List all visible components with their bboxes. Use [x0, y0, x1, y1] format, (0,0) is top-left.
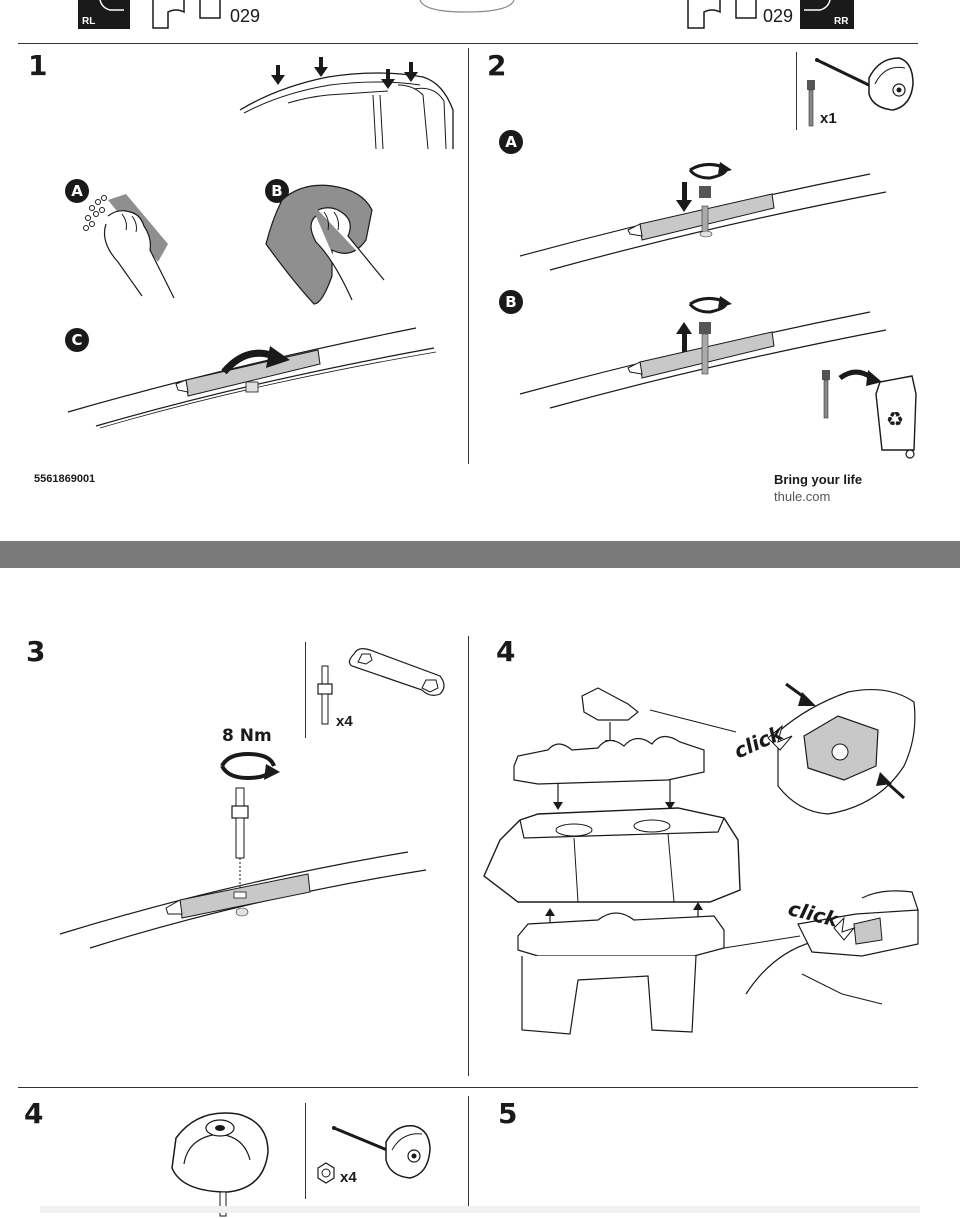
- rr-tag-label: RR: [834, 16, 849, 27]
- rotate-arrow-icon: [220, 751, 280, 781]
- step-5-number: 5: [498, 1097, 518, 1130]
- tagline: Bring your life: [774, 472, 863, 487]
- step-4-number: 4: [496, 635, 516, 668]
- click-detail-top: [767, 682, 916, 815]
- step2-qty: x1: [820, 110, 837, 127]
- rail-bolt-remove-illustration: [519, 296, 887, 409]
- down-arrows: [271, 57, 418, 89]
- step1-badge-a: A: [65, 179, 89, 203]
- click-detail-bottom: [745, 890, 919, 1005]
- rail-with-stud-bolt-illustration: [59, 787, 427, 949]
- step2-badge-b: B: [499, 290, 523, 314]
- car-roof-illustration: [239, 57, 454, 150]
- page2-bottom-center-rule: [468, 1096, 469, 1213]
- bolt-icon: [807, 80, 815, 127]
- step-1-number: 1: [28, 49, 48, 82]
- nut-icon: [317, 1162, 335, 1184]
- page2-mid-rule: [18, 1087, 918, 1088]
- rr-code: 029: [763, 6, 794, 26]
- knob-tool-large-icon: [171, 1112, 269, 1217]
- page2-center-rule: [468, 636, 469, 1076]
- foot-assembly-illustration: [483, 687, 801, 1035]
- bolt-to-recycle-bin-icon: ♻: [822, 369, 917, 459]
- center-part-icon: [419, 0, 515, 13]
- rail-bolt-insert-illustration: [519, 162, 887, 271]
- step-3-number: 3: [26, 635, 46, 668]
- hex-key-tool-icon: [815, 57, 914, 111]
- rr-tag-box: RR: [800, 0, 854, 29]
- page1-center-rule: [468, 48, 469, 464]
- step-2-number: 2: [487, 49, 507, 82]
- hand-with-cloth-icon: [265, 184, 385, 305]
- stud-bolt-icon: [317, 665, 333, 725]
- hand-with-cleaning-pad-icon: [83, 194, 175, 299]
- rl-car-icon: [99, 0, 124, 11]
- rr-foot-icon: [687, 0, 757, 29]
- flat-wrench-icon: [348, 648, 445, 696]
- step1-badge-c: C: [65, 328, 89, 352]
- step4b-qty: x4: [340, 1169, 357, 1186]
- step3-tool-divider: [305, 642, 306, 738]
- step-4-bottom-number: 4: [24, 1097, 44, 1130]
- hex-key-tool-icon-2: [332, 1125, 431, 1179]
- rr-car-icon: [804, 0, 831, 11]
- step4b-tool-divider: [305, 1103, 306, 1199]
- step2-tool-divider: [796, 52, 797, 130]
- step3-qty: x4: [336, 713, 353, 730]
- roof-rail-with-flip-arrow: [67, 327, 437, 429]
- svg-text:♻: ♻: [886, 407, 904, 431]
- part-number: 5561869001: [34, 473, 96, 485]
- rl-foot-icon: [152, 0, 221, 29]
- torque-label: 8 Nm: [222, 726, 272, 746]
- rl-code: 029: [230, 6, 261, 26]
- rl-tag-box: RL: [78, 0, 130, 29]
- website[interactable]: thule.com: [774, 489, 831, 504]
- rl-tag-label: RL: [82, 16, 96, 27]
- page-divider-band: [0, 541, 960, 568]
- step2-badge-a: A: [499, 130, 523, 154]
- bottom-fade: [40, 1206, 920, 1213]
- page1-top-rule: [18, 43, 918, 44]
